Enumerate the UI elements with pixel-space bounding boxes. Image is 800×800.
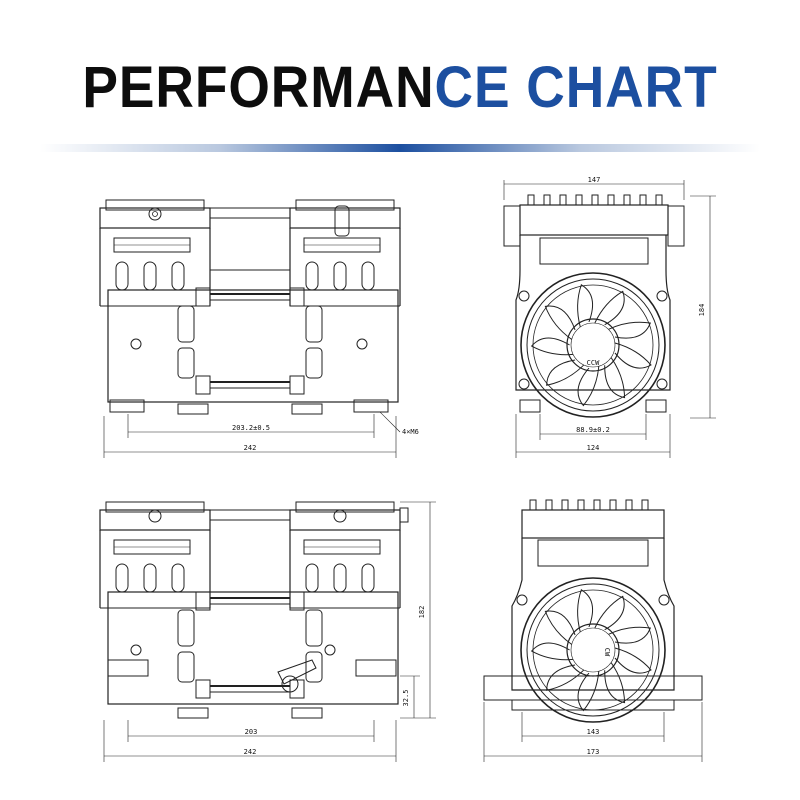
page-title: PERFORMANCE CHART xyxy=(32,52,768,124)
dim-mount-spacing-bottom: 203 xyxy=(245,728,258,736)
title-dark-part: PERFORMAN xyxy=(82,55,435,120)
title-underline xyxy=(40,144,760,152)
side-view-top xyxy=(503,180,716,458)
dim-thread-top: 4×M6 xyxy=(402,428,419,436)
dim-mount-spacing-top: 203.2±0.5 xyxy=(232,424,270,432)
rotation-label-ccw: CCW xyxy=(587,359,600,367)
dim-base-width-side-bottom: 173 xyxy=(587,748,600,756)
side-view-bottom xyxy=(483,499,703,762)
dim-mount-spacing-side-bottom: 143 xyxy=(587,728,600,736)
front-view-top xyxy=(99,199,401,458)
title-blue-part: CE CHART xyxy=(434,55,718,120)
dim-mount-spacing-side: 88.9±0.2 xyxy=(576,426,610,434)
dim-foot-height: 32.5 xyxy=(402,690,410,707)
rotation-label-cw: CW xyxy=(603,648,611,657)
dim-total-length-bottom: 242 xyxy=(244,748,257,756)
dim-height-front-bottom: 182 xyxy=(418,606,426,619)
dim-width-top-side: 147 xyxy=(588,176,601,184)
dim-base-width-side: 124 xyxy=(587,444,600,452)
dim-height-side: 184 xyxy=(698,304,706,317)
front-view-bottom xyxy=(99,501,436,762)
dim-total-length-top: 242 xyxy=(244,444,257,452)
